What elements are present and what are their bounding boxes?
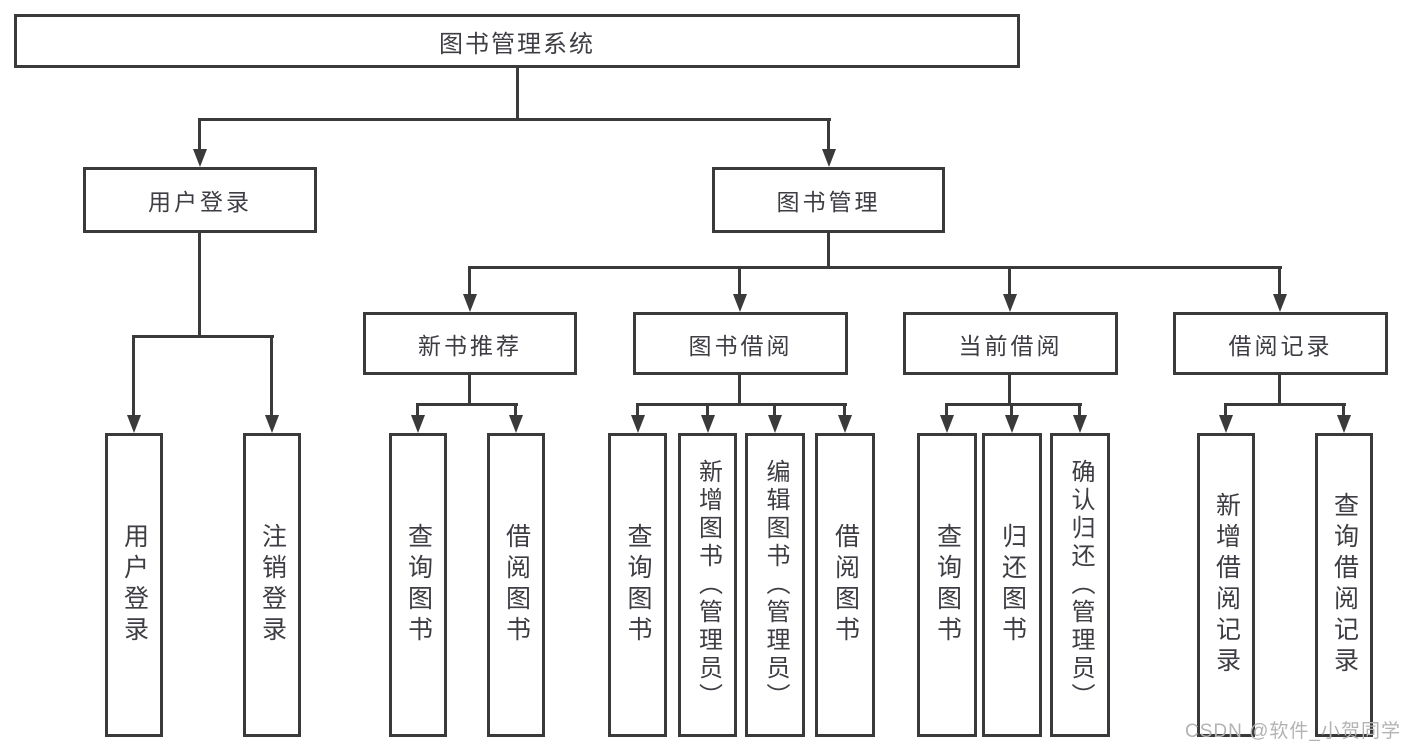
node-new-book-recommend: 新书推荐: [363, 312, 577, 375]
connector-group4-stem: [1278, 375, 1281, 403]
connector-arrow-leaf: [1336, 403, 1351, 433]
leaf-borrow-books: 借阅图书: [487, 433, 545, 737]
node-label: 图书借阅: [688, 332, 793, 359]
node-label: 查询借阅记录: [1330, 492, 1359, 678]
leaf-borrow-books: 借阅图书: [815, 433, 875, 737]
leaf-return-books: 归还图书: [982, 433, 1042, 737]
node-label: 图书管理系统: [439, 30, 595, 58]
node-label: 用户登录: [120, 523, 149, 647]
connector-group3-stem: [1008, 375, 1011, 403]
connector-arrow-leaf: [939, 403, 954, 433]
connector-group1-bus: [416, 403, 518, 406]
leaf-user-login: 用户登录: [105, 433, 163, 737]
connector-arrow-book-borrow: [732, 266, 747, 312]
connector-group3-bus: [945, 403, 1082, 406]
leaf-query-books: 查询图书: [608, 433, 667, 737]
connector-arrow-leaf: [700, 403, 715, 433]
leaf-query-borrow-record: 查询借阅记录: [1315, 433, 1373, 737]
connector-user-login-bus: [132, 335, 274, 338]
node-label: 借阅图书: [502, 523, 531, 647]
node-borrowing-records: 借阅记录: [1173, 312, 1388, 375]
connector-arrow-borrow-record: [1272, 266, 1287, 312]
node-label: 注销登录: [258, 523, 287, 647]
connector-group2-stem: [738, 375, 741, 403]
leaf-add-borrow-record: 新增借阅记录: [1197, 433, 1255, 737]
connector-arrow-leaf: [1218, 403, 1233, 433]
connector-arrow-user-login: [192, 118, 207, 167]
connector-arrow-leaf: [1072, 403, 1087, 433]
node-label: 确认归还（管理员）: [1067, 459, 1094, 711]
connector-arrow-logout-leaf: [264, 335, 279, 433]
connector-arrow-leaf: [767, 403, 782, 433]
node-library-management-system: 图书管理系统: [14, 14, 1020, 68]
connector-arrow-new-book: [462, 266, 477, 312]
node-label: 借阅记录: [1228, 332, 1333, 359]
connector-arrow-leaf: [508, 403, 523, 433]
node-book-borrowing: 图书借阅: [633, 312, 848, 375]
node-label: 查询图书: [933, 523, 962, 647]
node-label: 查询图书: [624, 523, 652, 647]
leaf-logout: 注销登录: [243, 433, 301, 737]
leaf-edit-books-admin: 编辑图书（管理员）: [745, 433, 805, 737]
connector-book-management-stem: [827, 233, 830, 266]
leaf-confirm-return-admin: 确认归还（管理员）: [1050, 433, 1110, 737]
connector-group4-bus: [1224, 403, 1346, 406]
connector-root-stem: [516, 68, 519, 118]
csdn-watermark: CSDN @软件_小贺同学: [1185, 721, 1401, 742]
connector-level3-bus: [468, 266, 1282, 269]
node-label: 用户登录: [148, 189, 252, 215]
connector-level2-bus: [198, 118, 831, 121]
node-label: 归还图书: [998, 523, 1027, 647]
node-label: 借阅图书: [831, 523, 860, 647]
connector-arrow-leaf: [837, 403, 852, 433]
connector-arrow-login-leaf: [126, 335, 141, 433]
node-current-borrowing: 当前借阅: [903, 312, 1118, 375]
node-label: 新增图书（管理员）: [694, 459, 722, 711]
connector-user-login-stem: [198, 233, 201, 335]
leaf-add-books-admin: 新增图书（管理员）: [678, 433, 737, 737]
connector-arrow-current-borrow: [1002, 266, 1017, 312]
node-book-management: 图书管理: [712, 167, 945, 233]
connector-arrow-book-management: [821, 118, 836, 167]
connector-arrow-leaf: [630, 403, 645, 433]
connector-arrow-leaf: [1004, 403, 1019, 433]
leaf-query-books: 查询图书: [389, 433, 447, 737]
connector-group2-bus: [636, 403, 847, 406]
node-label: 新书推荐: [418, 332, 522, 359]
connector-group1-stem: [468, 375, 471, 403]
node-label: 编辑图书（管理员）: [762, 459, 789, 711]
leaf-query-books: 查询图书: [917, 433, 977, 737]
node-label: 新增借阅记录: [1212, 492, 1241, 678]
connector-arrow-leaf: [410, 403, 425, 433]
node-user-login: 用户登录: [83, 167, 317, 233]
node-label: 图书管理: [776, 189, 881, 215]
node-label: 查询图书: [404, 523, 433, 647]
node-label: 当前借阅: [958, 332, 1063, 359]
